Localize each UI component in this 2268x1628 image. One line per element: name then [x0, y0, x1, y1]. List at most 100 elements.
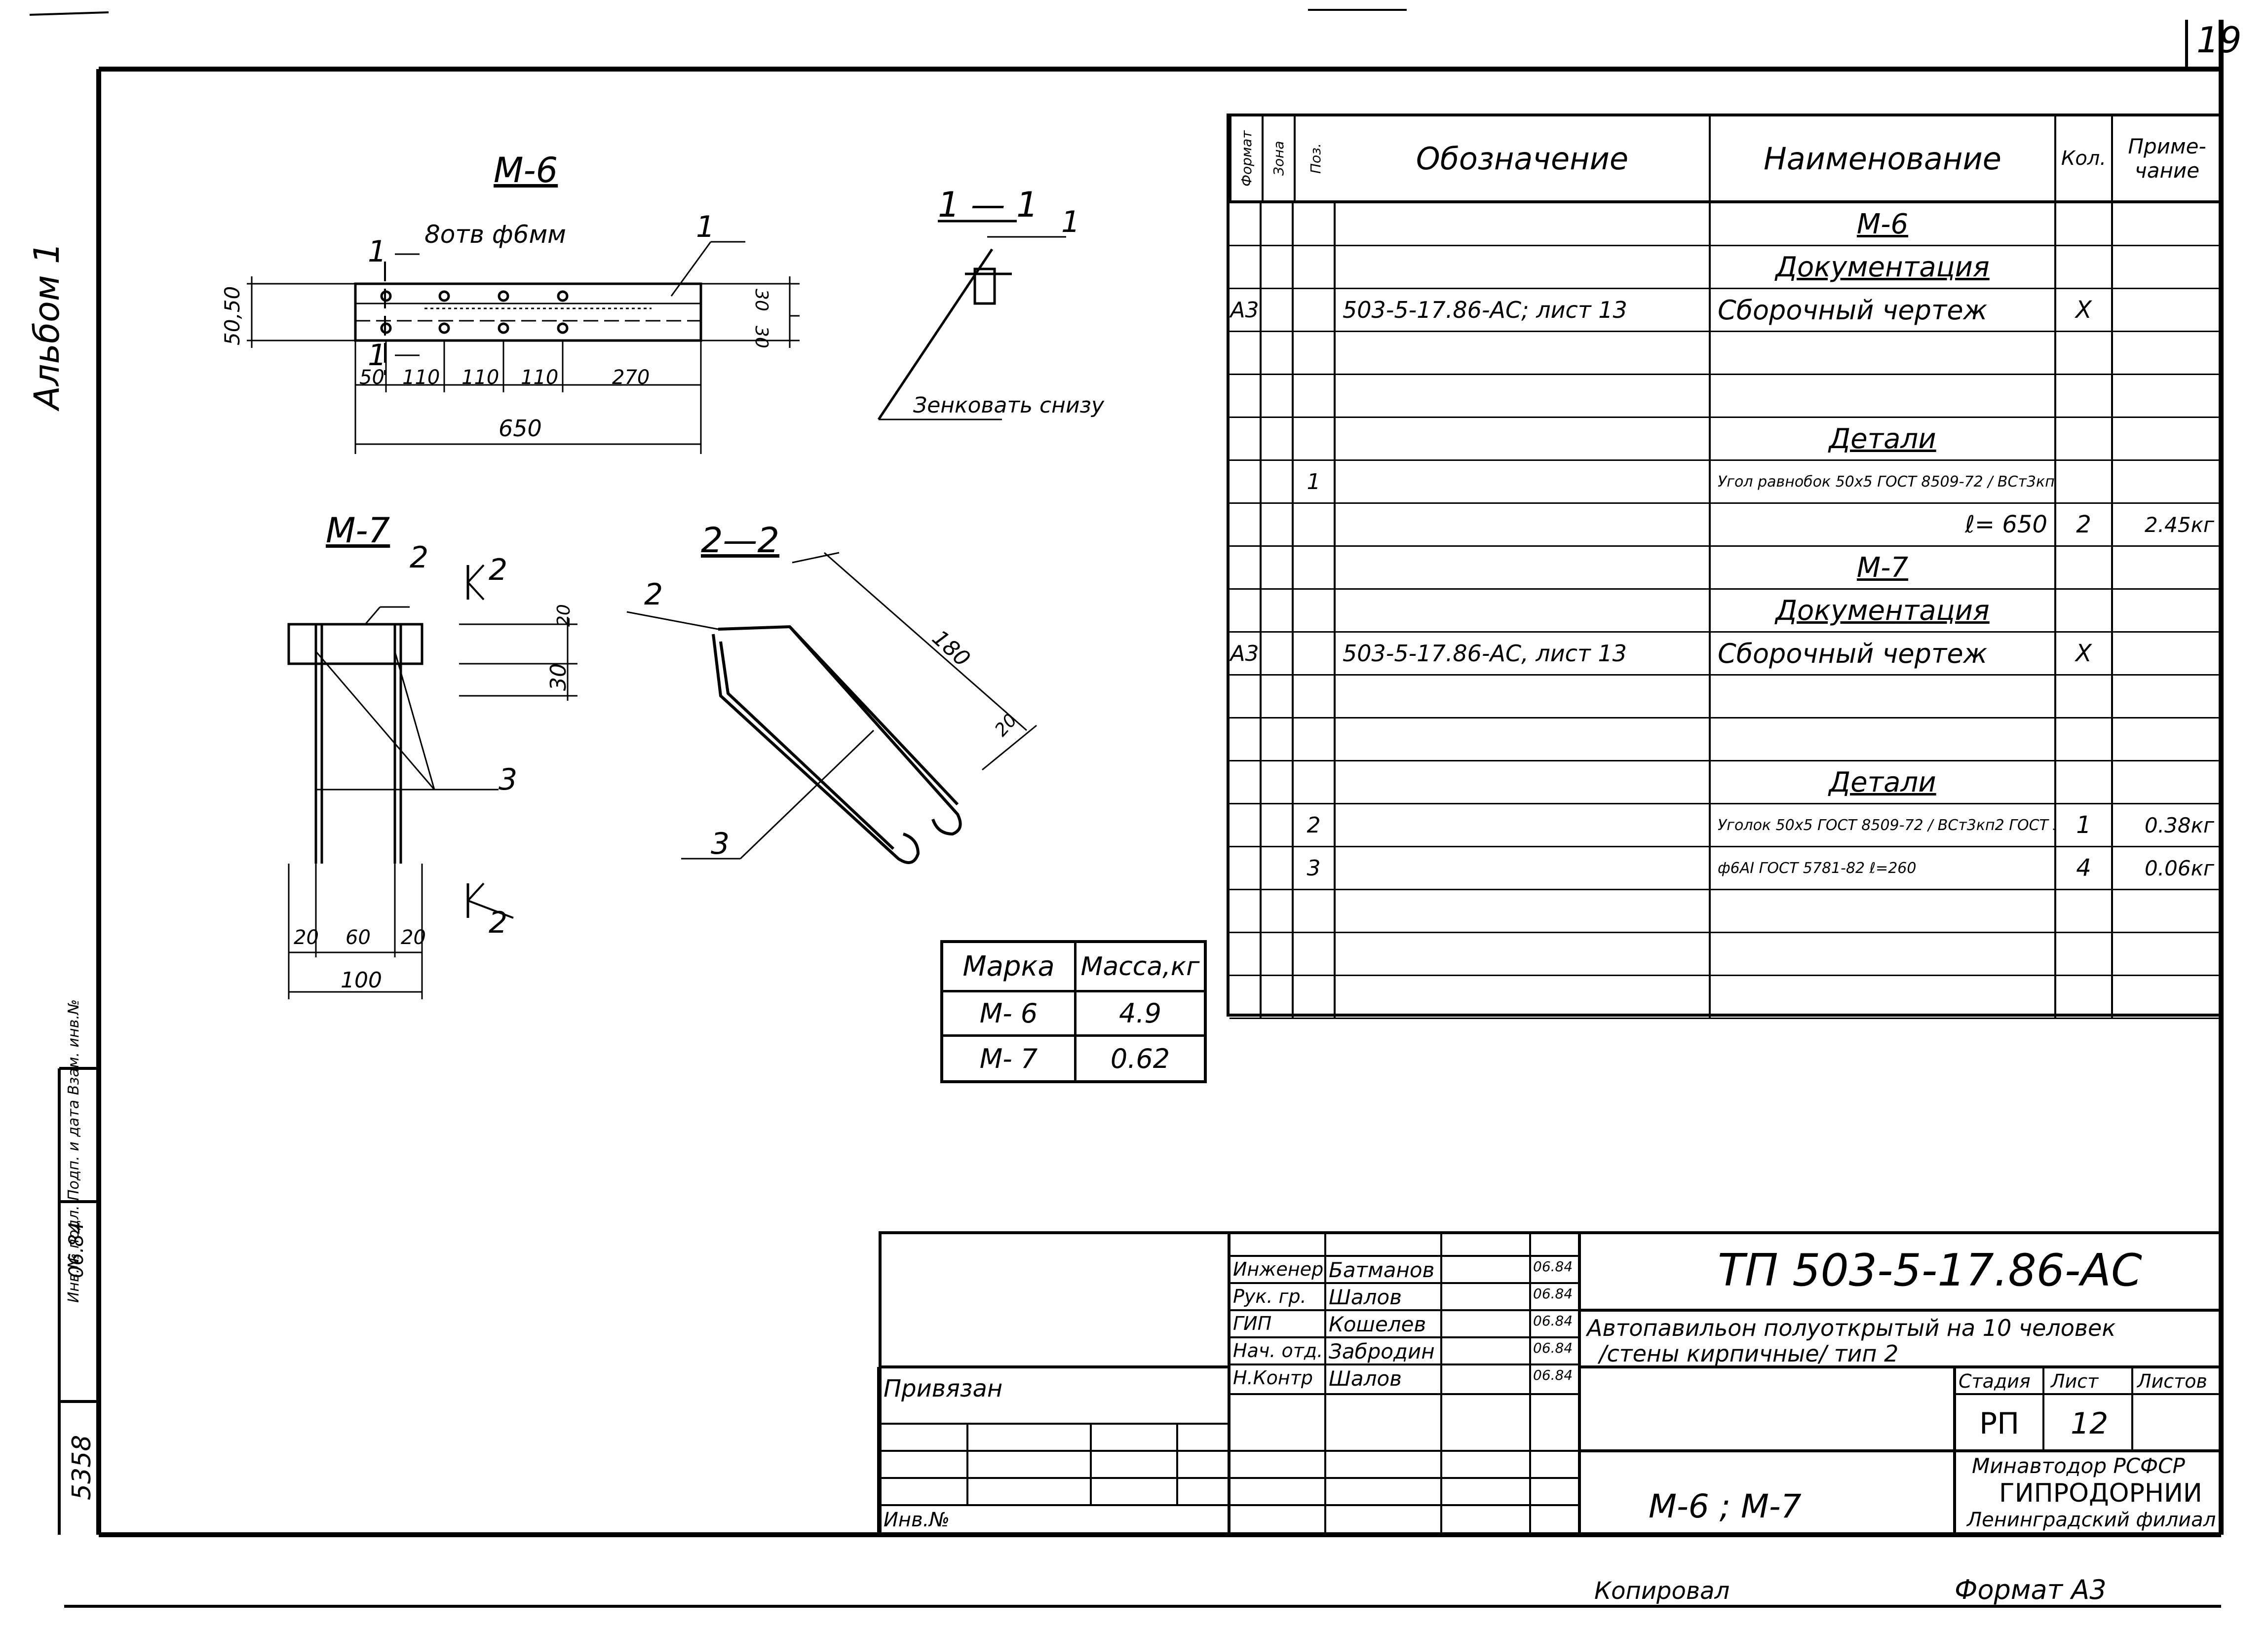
- spec-cell-name: Сборочный чертеж: [1711, 289, 2056, 331]
- spec-cell-zone: [1262, 890, 1294, 932]
- m7-dim-1: 60: [346, 926, 371, 949]
- spec-header-name: Наименование: [1711, 116, 2056, 200]
- m7-drawing: [287, 564, 577, 999]
- spec-cell-pos: [1294, 504, 1336, 545]
- spec-cell-pos: [1294, 676, 1336, 717]
- m7-dim-2: 20: [401, 926, 426, 949]
- staff-name: Забродин: [1329, 1339, 1435, 1363]
- spec-cell-designation: [1336, 719, 1711, 760]
- spec-cell-format: [1230, 590, 1262, 631]
- spec-cell-pos: [1294, 332, 1336, 374]
- m6-hole-note: 8отв ф6мм: [424, 220, 566, 249]
- spec-header: Формат Зона Поз. Обозначение Наименовани…: [1230, 116, 2221, 203]
- spec-header-designation: Обозначение: [1336, 116, 1711, 200]
- spec-cell-name: ф6АI ГОСТ 5781-82 ℓ=260: [1711, 847, 2056, 889]
- staff-role: Н.Контр: [1233, 1367, 1313, 1389]
- spec-row: [1230, 933, 2221, 976]
- stage-value: РП: [1979, 1406, 2020, 1441]
- spec-cell-name: [1711, 719, 2056, 760]
- spec-cell-format: [1230, 332, 1262, 374]
- left-strip-number: 5358: [67, 1435, 97, 1500]
- spec-cell-note: [2113, 418, 2221, 459]
- m6-dim-left: 50,50: [220, 286, 244, 345]
- mass-row-mark: М- 7: [943, 1037, 1076, 1080]
- bound-label: Привязан: [884, 1375, 1003, 1402]
- spec-cell-format: [1230, 976, 1262, 1018]
- title-block: [879, 1231, 2221, 1535]
- spec-cell-note: [2113, 976, 2221, 1018]
- staff-date: 06.84: [1533, 1286, 1573, 1302]
- spec-cell-note: 2.45кг: [2145, 512, 2214, 537]
- spec-header-format: Формат: [1230, 116, 1262, 200]
- spec-cell-qty: [2056, 418, 2113, 459]
- spec-cell-designation: [1336, 504, 1711, 545]
- spec-table: Формат Зона Поз. Обозначение Наименовани…: [1227, 114, 2221, 1019]
- m6-overall-length: 650: [499, 415, 542, 442]
- spec-cell-designation: [1336, 461, 1711, 502]
- spec-cell-zone: [1262, 246, 1294, 288]
- spec-cell-format: [1230, 890, 1262, 932]
- spec-cell-format: [1230, 847, 1262, 889]
- staff-date: 06.84: [1533, 1313, 1573, 1329]
- inv-label: Инв.№: [884, 1509, 950, 1531]
- spec-cell-note: [2113, 590, 2221, 631]
- staff-role: Инженер: [1233, 1258, 1324, 1280]
- spec-cell-zone: [1262, 418, 1294, 459]
- section-1-1: [877, 220, 1066, 420]
- spec-cell-format: А3: [1230, 633, 1262, 674]
- spec-cell-note: [2113, 676, 2221, 717]
- sheet-value: 12: [2071, 1406, 2109, 1441]
- spec-cell-designation: 503-5-17.86-АС, лист 13: [1336, 633, 1711, 674]
- spec-cell-zone: [1262, 504, 1294, 545]
- spec-cell-qty: [2056, 332, 2113, 374]
- spec-cell-name: Детали: [1711, 761, 2056, 803]
- m6-section-mark-bottom: 1: [368, 338, 387, 373]
- spec-row: М-7: [1230, 547, 2221, 590]
- mass-header-mass: Масса,кг: [1076, 943, 1204, 992]
- spec-cell-designation: [1336, 332, 1711, 374]
- spec-cell-zone: [1262, 847, 1294, 889]
- title-project: Автопавильон полуоткрытый на 10 человек: [1587, 1315, 2116, 1341]
- page-number: 19: [2196, 19, 2242, 61]
- m6-dim-4: 270: [612, 366, 650, 389]
- spec-cell-name: М-6: [1711, 203, 2056, 245]
- sec22-callout-bottom: 3: [711, 827, 730, 861]
- mass-row-mark: М- 6: [943, 992, 1076, 1037]
- spec-cell-designation: [1336, 761, 1711, 803]
- mass-row-value: 4.9: [1076, 992, 1204, 1037]
- spec-cell-zone: [1262, 804, 1294, 846]
- m7-callout-top: 2: [410, 540, 429, 575]
- sheets-header: Листов: [2137, 1370, 2207, 1392]
- spec-cell-name: [1711, 890, 2056, 932]
- mass-table: Марка Масса,кг М- 6 4.9 М- 7 0.62: [940, 940, 1207, 1083]
- m7-dim-a: 20: [554, 604, 574, 627]
- spec-cell-format: [1230, 719, 1262, 760]
- spec-cell-name: Угол равнобок 50х5 ГОСТ 8509-72 / ВСт3кп…: [1711, 461, 2056, 502]
- spec-cell-designation: [1336, 890, 1711, 932]
- sec22-title: 2—2: [701, 520, 780, 561]
- spec-cell-note: [2113, 933, 2221, 975]
- m6-title: М-6: [494, 150, 558, 190]
- spec-cell-designation: [1336, 246, 1711, 288]
- spec-cell-format: А3: [1230, 289, 1262, 331]
- spec-cell-note: [2113, 719, 2221, 760]
- spec-cell-zone: [1262, 761, 1294, 803]
- m6-dim-3: 110: [521, 366, 559, 389]
- spec-cell-pos: [1294, 289, 1336, 331]
- spec-row: Детали: [1230, 761, 2221, 804]
- spec-cell-format: [1230, 804, 1262, 846]
- m7-dim-b: 30: [546, 663, 571, 691]
- mass-row-value: 0.62: [1110, 1043, 1170, 1074]
- spec-cell-name: [1711, 933, 2056, 975]
- spec-cell-note: 0.38кг: [2145, 813, 2214, 837]
- spec-cell-zone: [1262, 976, 1294, 1018]
- spec-row: М-6: [1230, 203, 2221, 246]
- copied-label: Копировал: [1594, 1577, 1730, 1605]
- spec-cell-note: [2113, 633, 2221, 674]
